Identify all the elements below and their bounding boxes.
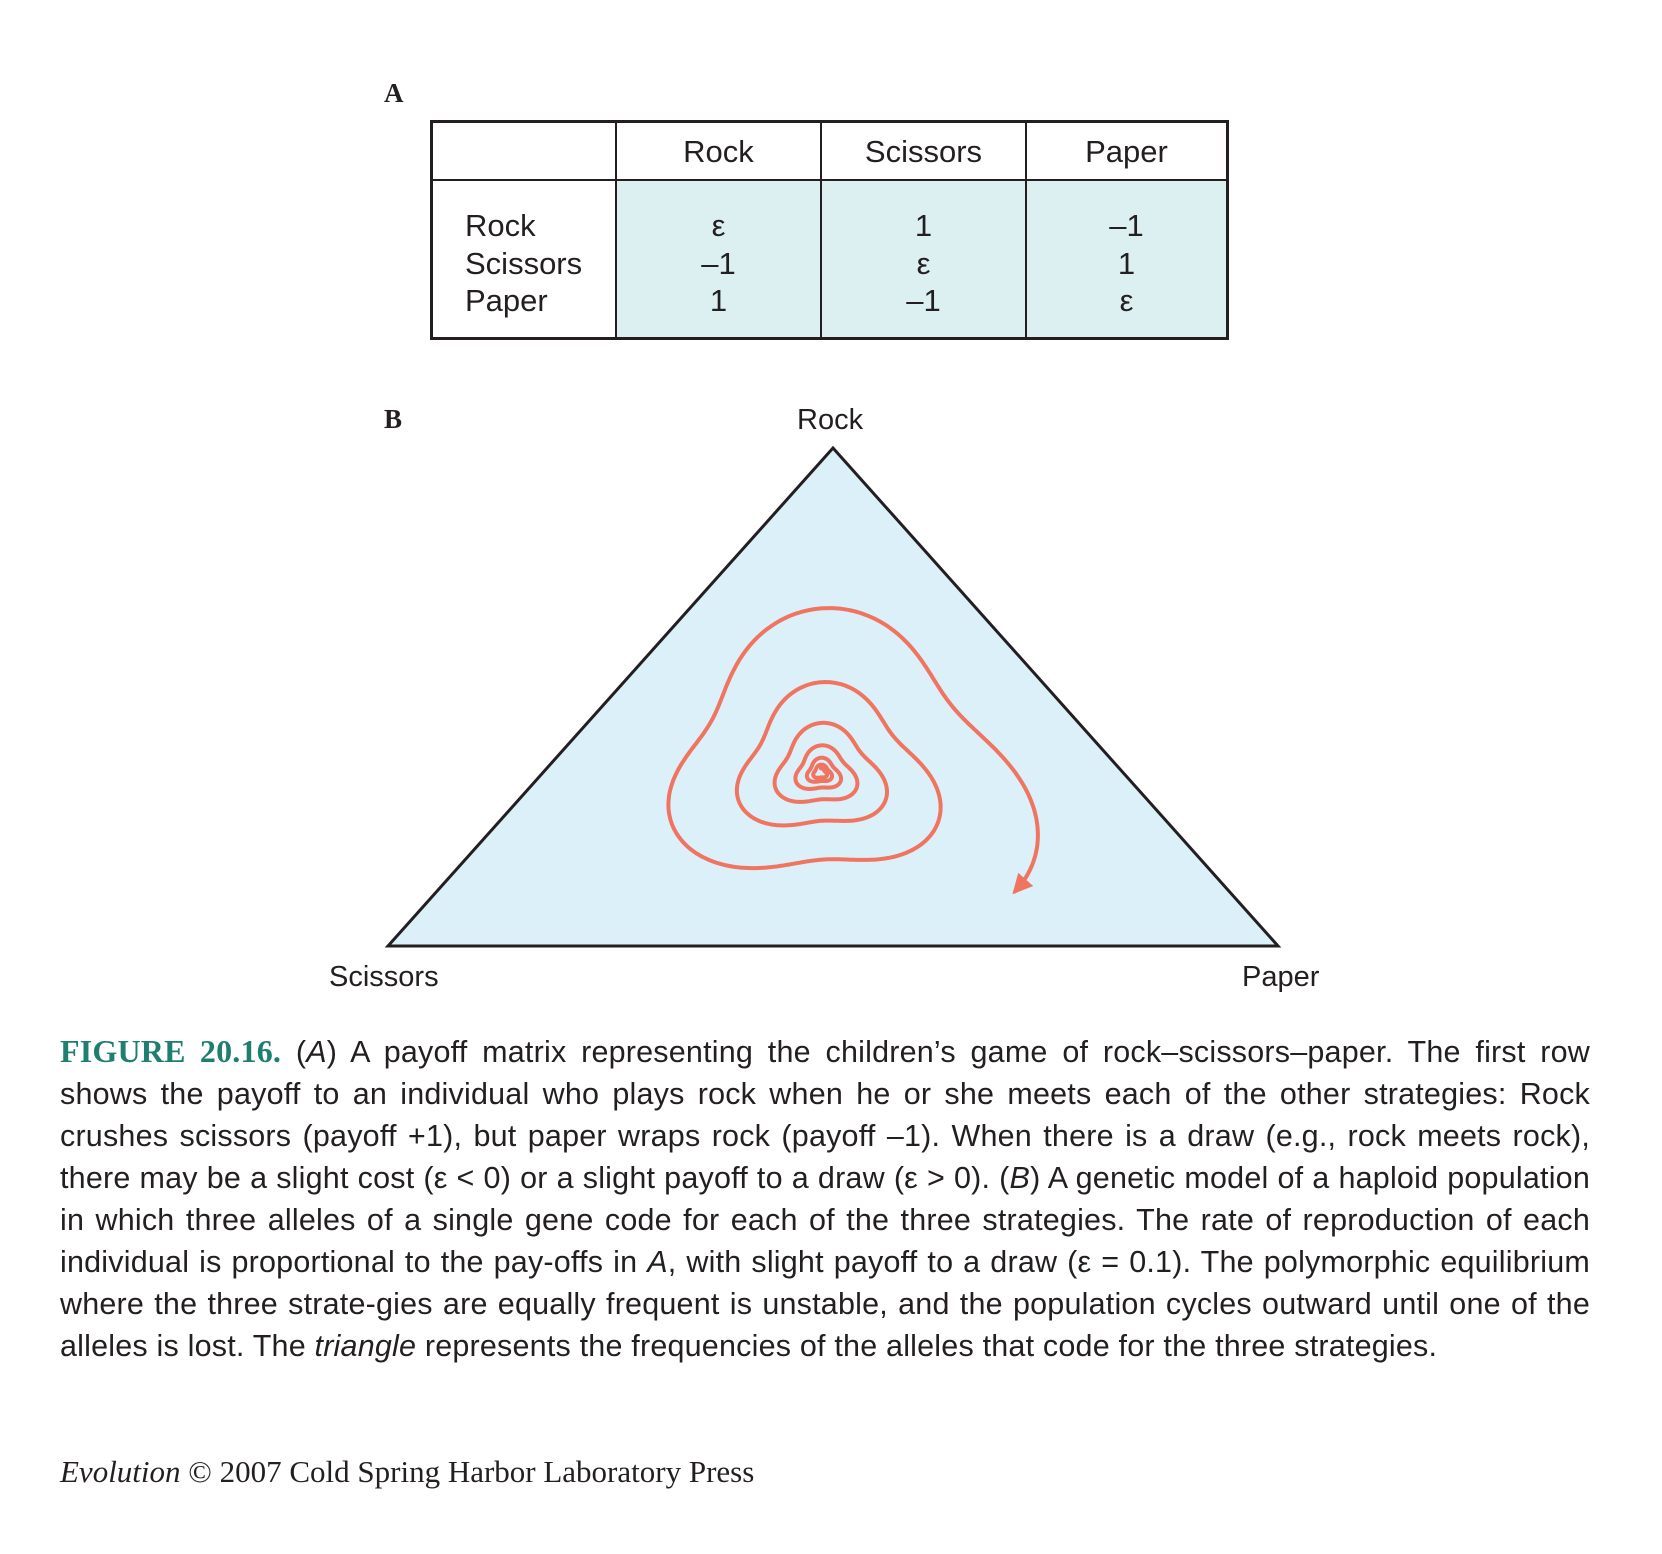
vertex-label-paper: Paper (1242, 961, 1320, 993)
vertex-label-scissors: Scissors (329, 961, 439, 993)
orbit-spiral (666, 606, 1040, 895)
payoff-matrix: Rock Scissors Paper Rock Scissors Paper … (430, 120, 1229, 340)
matrix-cell: ε (916, 245, 931, 281)
panel-b-label: B (384, 404, 403, 434)
matrix-cell: 1 (1117, 245, 1136, 281)
matrix-cell: –1 (906, 283, 941, 318)
caption-italic: triangle (314, 1329, 417, 1363)
matrix-row-header-rock: Rock (465, 208, 536, 243)
matrix-col-header-paper: Paper (1025, 123, 1226, 181)
panel-a-label: A (384, 78, 404, 108)
matrix-col-header-rock: Rock (615, 123, 820, 181)
caption-italic: B (1009, 1161, 1031, 1195)
caption-text: , with slight payoff to a draw (ε = 0.1)… (60, 1245, 1590, 1363)
matrix-cell: ε (711, 208, 726, 243)
figure-number: FIGURE 20.16. (60, 1033, 282, 1069)
matrix-corner-cell (433, 123, 615, 181)
matrix-column-rock: ε –1 1 (615, 181, 820, 337)
copyright-credit: Evolution © 2007 Cold Spring Harbor Labo… (60, 1456, 754, 1487)
caption-text: represents the frequencies of the allele… (416, 1329, 1438, 1363)
matrix-cell: 1 (709, 283, 728, 318)
copyright-text: © 2007 Cold Spring Harbor Laboratory Pre… (180, 1454, 755, 1489)
matrix-column-paper: –1 1 ε (1025, 181, 1226, 337)
caption-text: ( (281, 1035, 307, 1069)
caption-text: ) A payoff matrix representing the child… (60, 1035, 1591, 1195)
vertex-label-rock: Rock (797, 404, 864, 436)
caption-italic: A (647, 1245, 668, 1279)
simplex-triangle (384, 445, 1282, 948)
matrix-col-header-scissors: Scissors (820, 123, 1025, 181)
book-title: Evolution (60, 1454, 181, 1489)
matrix-cell: –1 (1109, 208, 1144, 243)
caption-italic: A (306, 1035, 327, 1069)
matrix-column-scissors: 1 ε –1 (820, 181, 1025, 337)
matrix-row-header-scissors: Scissors (465, 245, 583, 281)
matrix-row-headers: Rock Scissors Paper (433, 181, 615, 337)
caption-text: ) A genetic model of a haploid populatio… (60, 1161, 1590, 1279)
matrix-cell: 1 (914, 208, 933, 243)
figure-caption: FIGURE 20.16. (A) A payoff matrix repres… (60, 1030, 1590, 1367)
matrix-cell: ε (1119, 283, 1134, 318)
matrix-row-header-paper: Paper (465, 283, 548, 318)
simplex-diagram (384, 445, 1282, 948)
matrix-cell: –1 (701, 245, 736, 281)
